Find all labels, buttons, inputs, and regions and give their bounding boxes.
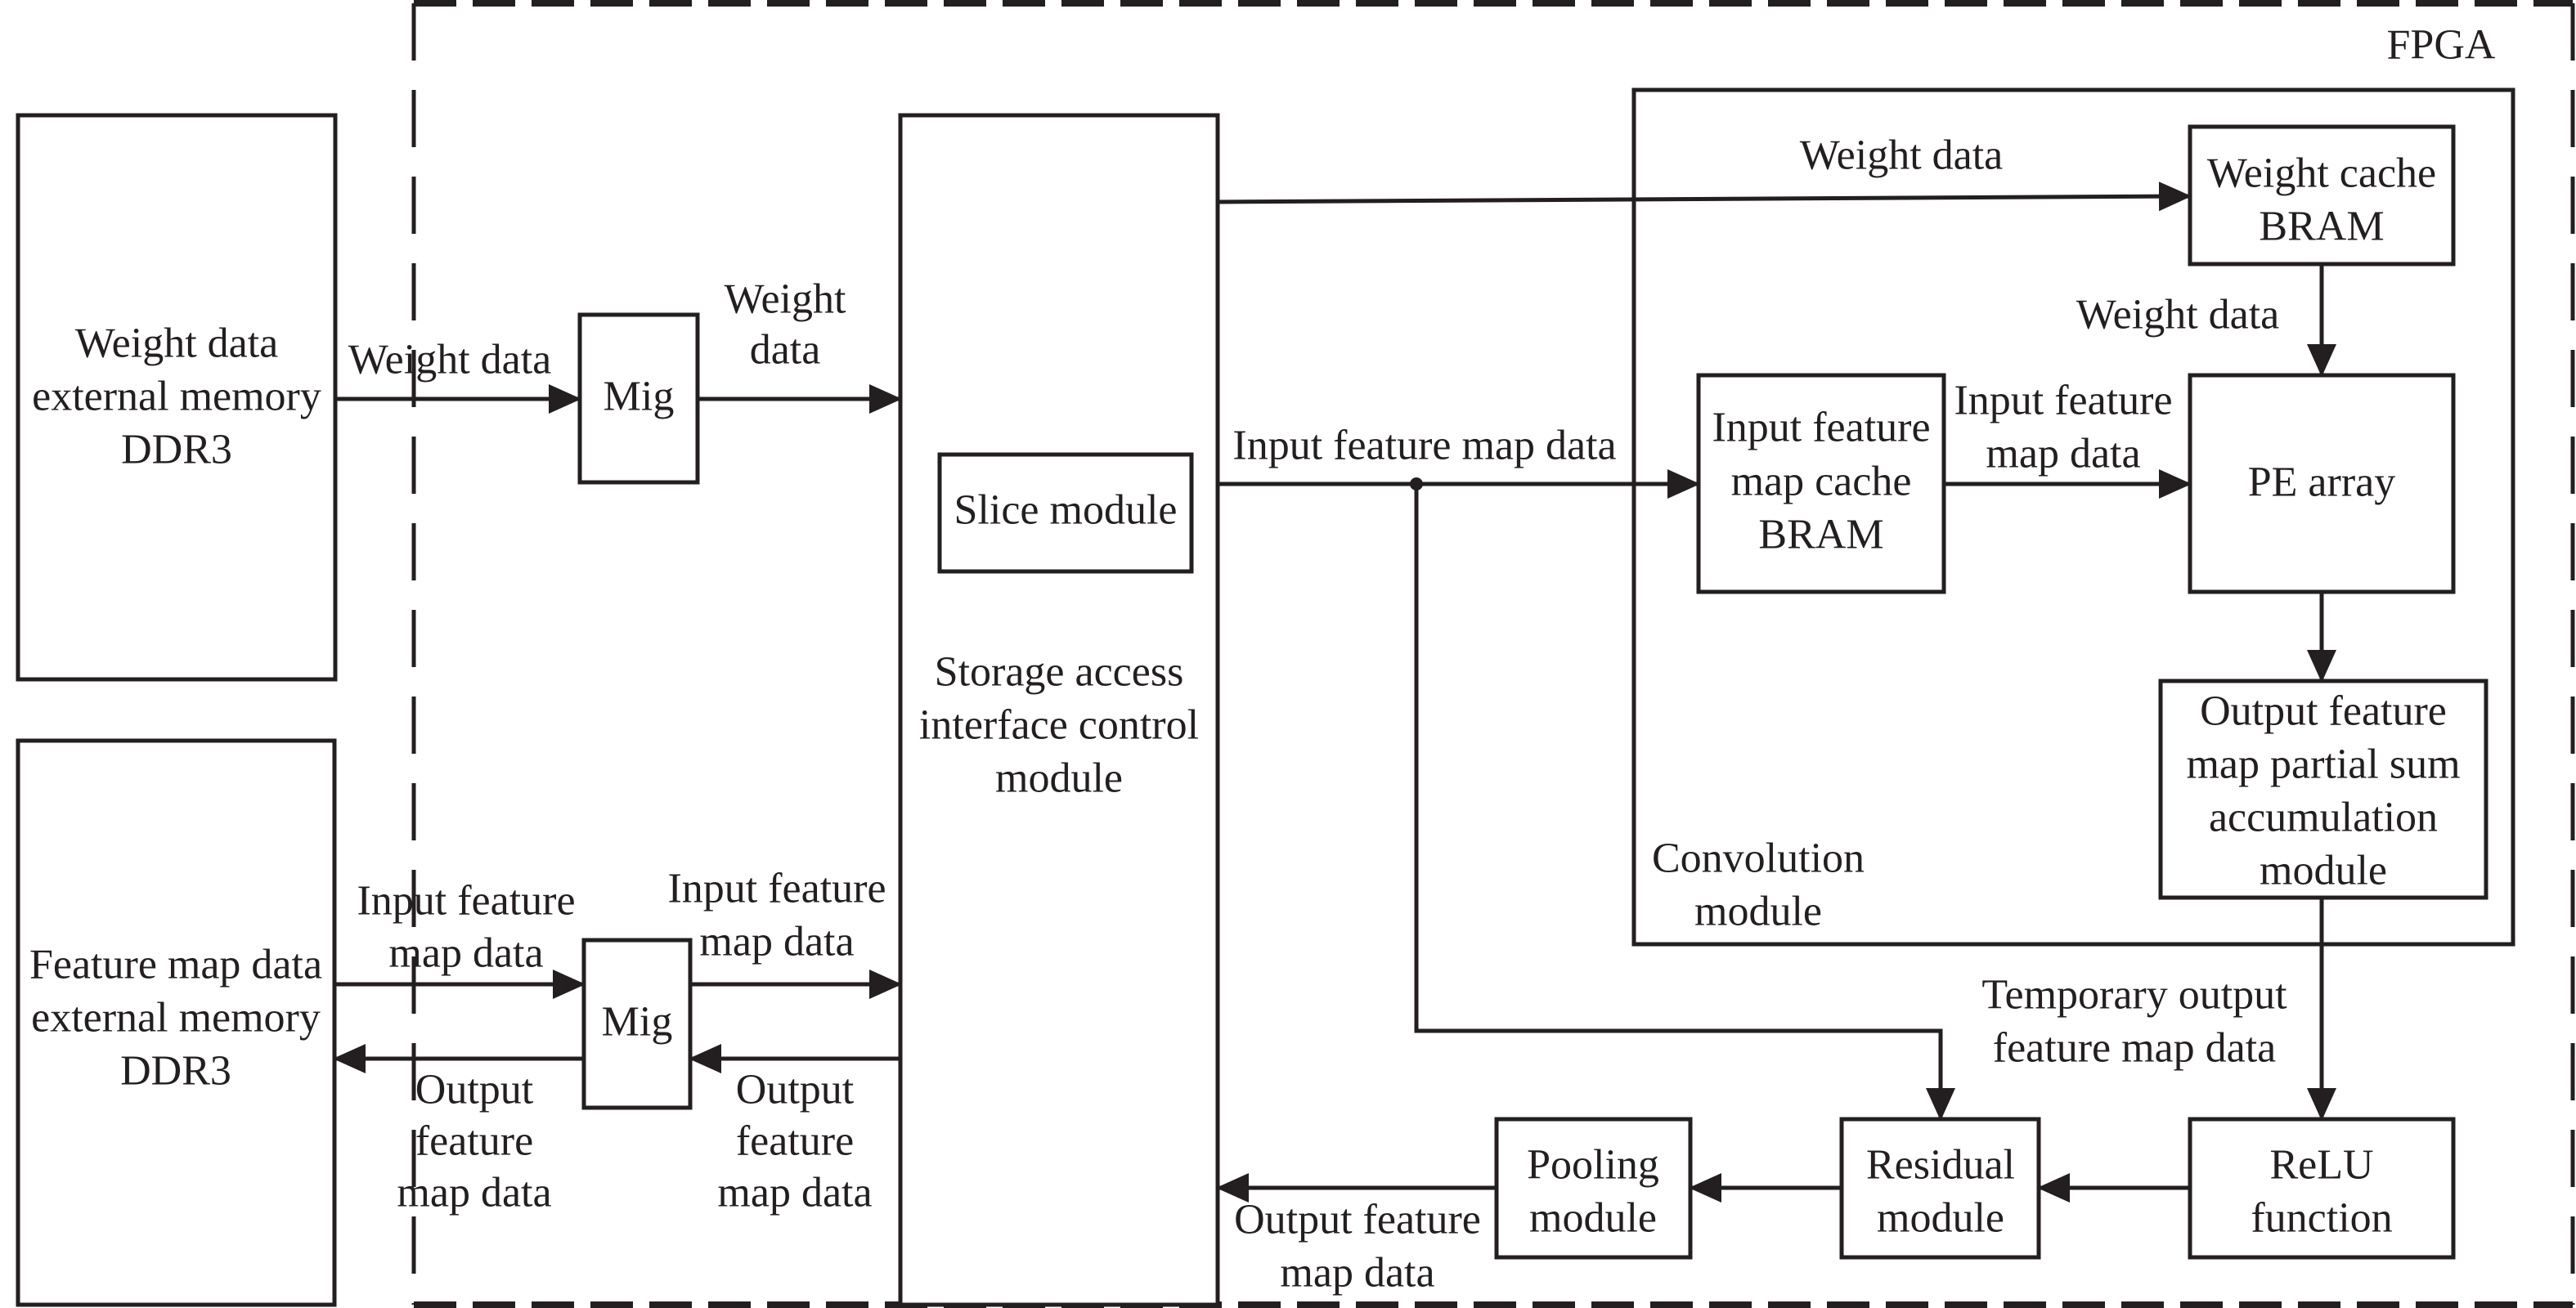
feature-memory-line-2: external memory	[31, 995, 321, 1041]
mig-bottom-block: Mig	[581, 938, 693, 1110]
arrow-storage-to-weight-cache	[1217, 181, 2192, 212]
arrow-junction-to-residual	[1414, 484, 1955, 1121]
pooling-line-2: module	[1529, 1195, 1657, 1242]
accumulation-block: Output feature map partial sum accumulat…	[2158, 679, 2488, 900]
relu-line-1: ReLU	[2269, 1142, 2373, 1189]
accumulation-line-4: module	[2260, 848, 2387, 894]
weight-cache-line-2: BRAM	[2259, 204, 2384, 250]
label-mig-to-ddr-output-1: Output	[415, 1067, 534, 1113]
label-mig-to-storage-weight-1: Weight	[725, 276, 846, 323]
label-mig-to-ddr-output-2: feature	[415, 1118, 533, 1165]
slice-module-block: Slice module	[937, 452, 1194, 574]
label-storage-to-mig-output-2: feature	[736, 1118, 854, 1165]
weight-memory-block: Weight data external memory DDR3	[16, 113, 338, 682]
label-pooling-to-storage-2: map data	[1280, 1250, 1434, 1297]
relu-line-2: function	[2251, 1195, 2392, 1242]
label-input-cache-to-pe-1: Input feature	[1954, 378, 2172, 424]
storage-access-block: Storage access interface control module	[898, 113, 1220, 1307]
weight-memory-line-3: DDR3	[121, 427, 232, 473]
label-weight-cache-to-pe: Weight data	[2076, 292, 2280, 338]
label-accum-to-relu-2: feature map data	[1993, 1025, 2276, 1072]
weight-cache-block: Weight cache BRAM	[2188, 124, 2456, 267]
input-cache-line-1: Input feature	[1712, 405, 1930, 451]
input-cache-line-2: map cache	[1731, 459, 1912, 505]
label-storage-to-weight-cache: Weight data	[1800, 132, 2004, 179]
label-mig-to-storage-input-1: Input feature	[667, 866, 886, 912]
label-mig-to-storage-input-2: map data	[699, 919, 854, 965]
convolution-module-line-1: Convolution	[1652, 835, 1865, 882]
label-pooling-to-storage-1: Output feature	[1234, 1197, 1481, 1243]
mig-top-block: Mig	[577, 312, 700, 485]
feature-memory-line-3: DDR3	[120, 1048, 231, 1095]
convolution-module-line-2: module	[1694, 889, 1822, 935]
accumulation-line-2: map partial sum	[2186, 741, 2460, 788]
label-ddr-to-mig-weight: Weight data	[348, 337, 552, 383]
input-cache-block: Input feature map cache BRAM	[1696, 373, 1946, 594]
pe-array-block: PE array	[2188, 373, 2456, 594]
pooling-line-1: Pooling	[1527, 1142, 1659, 1189]
label-storage-to-input-cache: Input feature map data	[1232, 423, 1616, 469]
accumulation-line-1: Output feature	[2200, 688, 2447, 735]
label-mig-to-ddr-output-3: map data	[397, 1170, 551, 1216]
accumulation-line-3: accumulation	[2209, 795, 2438, 841]
label-storage-to-mig-output-1: Output	[736, 1067, 855, 1113]
mig-bottom-label: Mig	[602, 999, 673, 1046]
storage-access-line-3: module	[995, 755, 1123, 802]
label-mig-to-storage-weight-2: data	[750, 327, 821, 374]
pe-array-label: PE array	[2248, 459, 2395, 506]
label-ddr-to-mig-input-2: map data	[388, 930, 543, 977]
feature-memory-line-1: Feature map data	[29, 942, 322, 988]
label-input-cache-to-pe-2: map data	[1986, 431, 2140, 477]
feature-memory-block: Feature map data external memory DDR3	[16, 738, 337, 1307]
weight-memory-line-2: external memory	[32, 374, 321, 420]
residual-line-1: Residual	[1866, 1142, 2015, 1189]
label-accum-to-relu-1: Temporary output	[1981, 972, 2287, 1019]
weight-cache-line-1: Weight cache	[2207, 150, 2436, 197]
label-ddr-to-mig-input-1: Input feature	[357, 878, 575, 925]
residual-block: Residual module	[1839, 1117, 2041, 1260]
residual-line-2: module	[1877, 1195, 2004, 1242]
slice-module-label: Slice module	[954, 487, 1178, 534]
mig-top-label: Mig	[604, 374, 675, 420]
weight-memory-line-1: Weight data	[75, 320, 279, 367]
input-cache-line-3: BRAM	[1758, 512, 1883, 558]
fpga-label: FPGA	[2387, 22, 2496, 69]
pooling-block: Pooling module	[1494, 1117, 1693, 1260]
relu-block: ReLU function	[2188, 1117, 2456, 1260]
fpga-boundary	[411, 0, 2575, 1308]
storage-access-line-2: interface control	[919, 702, 1199, 749]
storage-access-line-1: Storage access	[935, 649, 1184, 696]
label-storage-to-mig-output-3: map data	[717, 1170, 872, 1216]
